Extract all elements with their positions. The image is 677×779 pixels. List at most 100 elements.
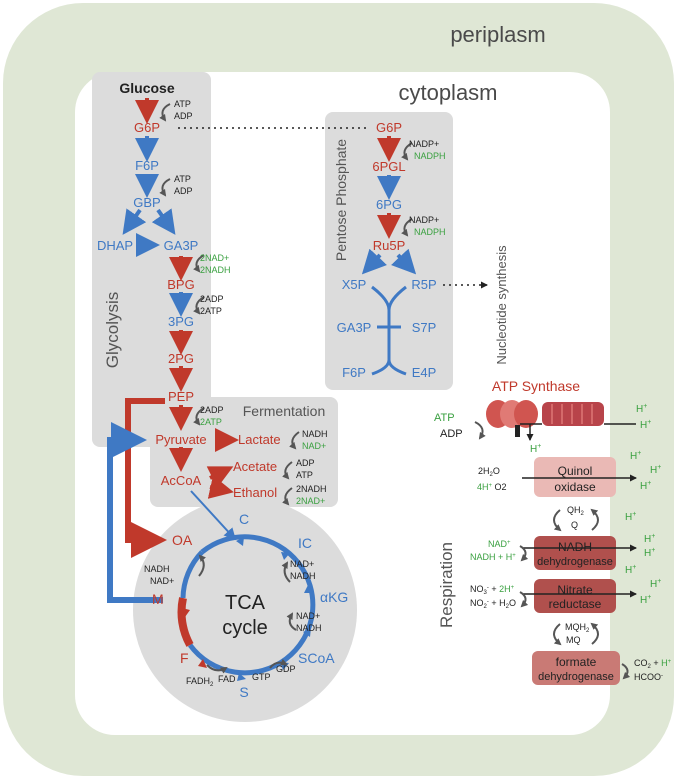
svg-text:NADH: NADH (144, 564, 170, 574)
periplasm-protons: H+ H+ H+ H+ H+ H+ H+ H+ H+ H+ H+ H+ (530, 403, 661, 606)
arrow-malate-pyruvate (107, 422, 163, 603)
svg-text:NO2- + H2O: NO2- + H2O (470, 598, 516, 610)
arrow-gbp-ga3p (151, 208, 176, 235)
svg-text:H+: H+ (630, 450, 641, 462)
svg-text:Acetate: Acetate (233, 459, 277, 474)
svg-text:NAD+: NAD+ (150, 576, 174, 586)
svg-text:Ru5P: Ru5P (373, 238, 406, 253)
svg-text:NAD+: NAD+ (290, 559, 314, 569)
svg-text:H+: H+ (640, 594, 651, 606)
glycolysis-label: Glycolysis (103, 292, 122, 369)
svg-text:NADP+: NADP+ (409, 215, 439, 225)
malate-label: M (152, 591, 164, 607)
svg-text:H+: H+ (644, 547, 655, 559)
oa-label: OA (172, 532, 193, 548)
svg-text:MQH2: MQH2 (565, 622, 590, 634)
svg-text:MQ: MQ (566, 635, 581, 645)
pep-label: PEP (168, 389, 194, 404)
glucose-label: Glucose (119, 80, 174, 96)
cytoplasm-label: cytoplasm (398, 80, 497, 105)
svg-text:Ethanol: Ethanol (233, 485, 277, 500)
atp-synthase: ATP Synthase ATP ADP (434, 378, 636, 441)
svg-text:NAD+: NAD+ (296, 611, 320, 621)
svg-text:NADH + H+: NADH + H+ (470, 552, 516, 562)
nadh-dehydrogenase: NADH dehydrogenase NAD+ NADH + H+ (470, 536, 637, 570)
svg-text:dehydrogenase: dehydrogenase (537, 556, 613, 568)
bpg-label: BPG (167, 277, 194, 292)
succinate-label: S (239, 684, 248, 700)
svg-text:R5P: R5P (411, 277, 436, 292)
ga3p-label: GA3P (164, 238, 199, 253)
arrow-pep-oa (125, 398, 167, 558)
pentose-phosphate-label: Pentose Phosphate (333, 139, 349, 261)
svg-text:Lactate: Lactate (238, 432, 281, 447)
2pg-label: 2PG (168, 351, 194, 366)
menaquinone-pool: MQH2 MQ (553, 622, 599, 646)
tca-labels: TCA cycle OA C IC αKG SCoA S F M (152, 511, 348, 700)
tca-cofactors: NADH NAD+ NAD+ NADH NAD+ NADH GTP GDP FA… (144, 559, 322, 688)
svg-text:G6P: G6P (376, 120, 402, 135)
svg-text:H+: H+ (625, 511, 636, 523)
svg-text:Quinol: Quinol (558, 464, 593, 478)
svg-text:H+: H+ (640, 480, 651, 492)
svg-text:H+: H+ (636, 403, 647, 415)
tca-cycle-panel (133, 498, 357, 722)
fermentation-label: Fermentation (243, 403, 325, 419)
svg-text:S7P: S7P (412, 320, 437, 335)
akg-label: αKG (320, 589, 348, 605)
svg-text:6PG: 6PG (376, 197, 402, 212)
svg-text:NADH: NADH (296, 623, 322, 633)
dhap-label: DHAP (97, 238, 133, 253)
svg-text:dehydrogenase: dehydrogenase (538, 671, 614, 683)
svg-text:NADH: NADH (290, 571, 316, 581)
svg-text:NO3- + 2H+: NO3- + 2H+ (470, 584, 515, 596)
svg-text:FADH2: FADH2 (186, 676, 214, 688)
svg-text:H+: H+ (650, 578, 661, 590)
svg-text:GA3P: GA3P (337, 320, 372, 335)
tca-cofactor-arrows (198, 554, 297, 674)
svg-text:NADH: NADH (558, 540, 592, 554)
svg-text:NADPH: NADPH (414, 151, 446, 161)
svg-text:2NADH: 2NADH (200, 265, 231, 275)
svg-text:FAD: FAD (218, 674, 236, 684)
svg-text:2ADP: 2ADP (200, 294, 224, 304)
svg-text:GTP: GTP (252, 672, 271, 682)
svg-text:2NAD+: 2NAD+ (296, 496, 325, 506)
svg-text:reductase: reductase (549, 597, 602, 611)
svg-text:ATP: ATP (174, 174, 191, 184)
glycolysis-cofactor-arrows (159, 103, 205, 426)
pentose-cofactor-arrows (401, 142, 413, 237)
citrate-label: C (239, 511, 249, 527)
glycolysis-cofactors: ATP ADP ATP ADP 2NAD+ 2NADH 2ADP 2ATP 2A… (174, 99, 231, 427)
svg-text:formate: formate (556, 655, 597, 669)
arrow-accoa-ethanol (207, 475, 234, 499)
svg-text:NAD+: NAD+ (302, 441, 326, 451)
svg-text:ATP: ATP (296, 470, 313, 480)
svg-text:H+: H+ (644, 533, 655, 545)
svg-text:ADP: ADP (174, 111, 193, 121)
glycolysis-metabolites: Glucose G6P F6P GBP DHAP GA3P BPG 3PG 2P… (97, 80, 207, 488)
pentose-cofactors: NADP+ NADPH NADP+ NADPH (409, 139, 446, 237)
accoa-label: AcCoA (161, 473, 202, 488)
quinone-pool: QH2 Q (553, 505, 599, 532)
svg-text:ATP: ATP (174, 99, 191, 109)
isocitrate-label: IC (298, 535, 312, 551)
svg-text:QH2: QH2 (567, 505, 585, 517)
fermentation-cofactors: NADH NAD+ ADP ATP 2NADH 2NAD+ (296, 429, 328, 506)
gbp-label: GBP (133, 195, 160, 210)
formate-dehydrogenase: formate dehydrogenase CO2 + H+ HCOO- (532, 651, 672, 685)
fermentation-products: Lactate Acetate Ethanol (233, 432, 281, 500)
svg-text:ADP: ADP (296, 458, 315, 468)
glycolysis-arrows (107, 98, 239, 603)
nucleotide-synthesis-label: Nucleotide synthesis (494, 245, 509, 365)
svg-text:Nitrate: Nitrate (557, 583, 593, 597)
svg-text:NADPH: NADPH (414, 227, 446, 237)
svg-text:2NADH: 2NADH (296, 484, 327, 494)
g6p-label: G6P (134, 120, 160, 135)
arrow-accoa-citrate (190, 490, 237, 541)
fumarate-label: F (180, 650, 189, 666)
svg-text:2H2O: 2H2O (478, 466, 500, 478)
svg-text:F6P: F6P (342, 365, 366, 380)
svg-text:E4P: E4P (412, 365, 437, 380)
svg-text:4H+ O2: 4H+ O2 (477, 482, 507, 492)
